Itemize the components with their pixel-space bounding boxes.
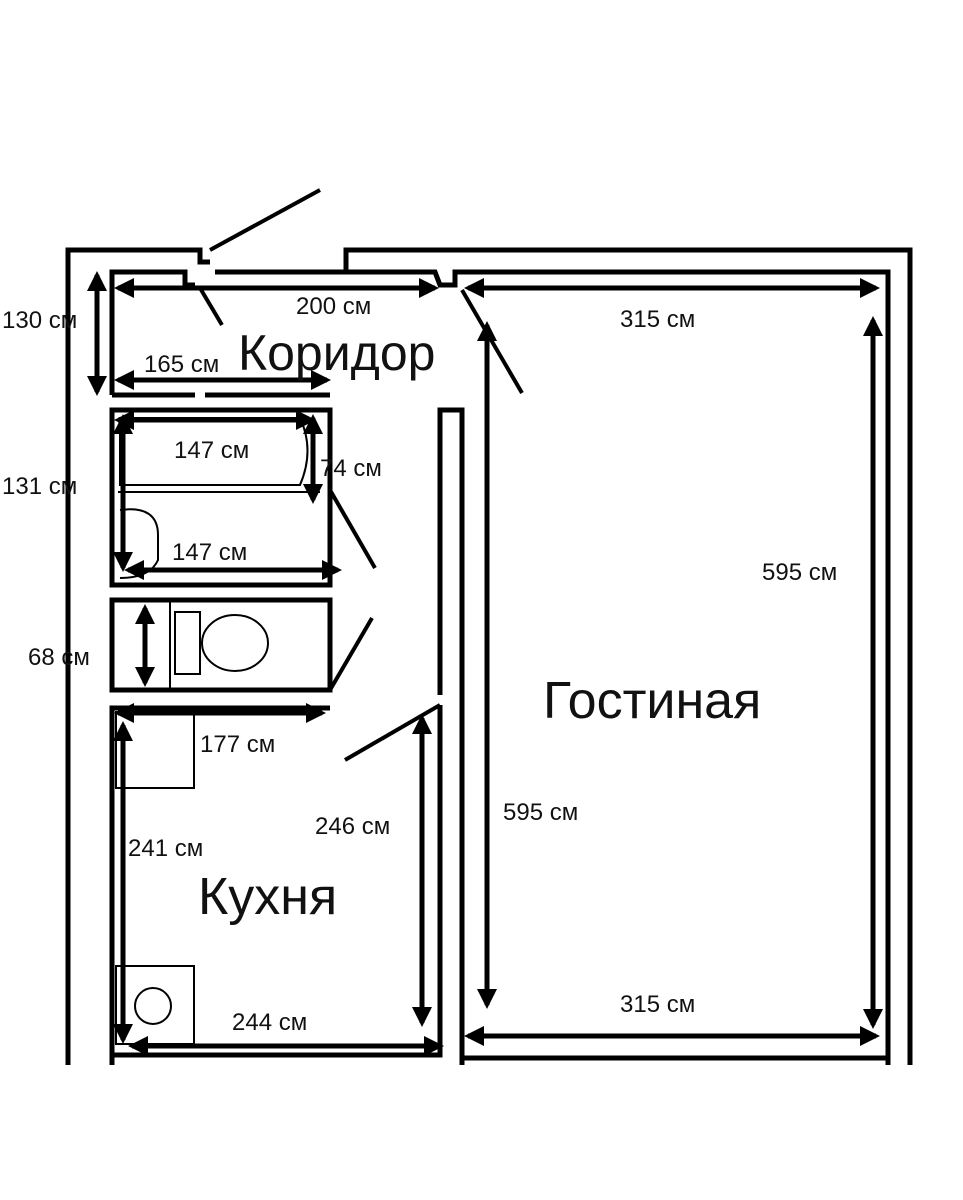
dimension-arrows: [87, 271, 883, 1056]
dim-label-kitchen-top: 177 см: [200, 731, 275, 758]
entrance-door: [209, 188, 321, 252]
room-label-corridor: Коридор: [238, 325, 435, 381]
dim-label-corridor-width: 200 см: [296, 293, 371, 320]
dim-label-corridor-depth: 130 см: [2, 307, 77, 334]
dim-label-bath-depth: 74 см: [320, 455, 382, 482]
dim-label-kitchen-left: 241 см: [128, 835, 203, 862]
room-label-living: Гостиная: [543, 672, 761, 730]
dim-label-bath-top: 147 см: [174, 437, 249, 464]
dim-label-kitchen-bottom: 244 см: [232, 1009, 307, 1036]
partition: [437, 407, 465, 1065]
dim-label-kitchen-right: 246 см: [315, 813, 390, 840]
dim-label-living-left: 595 см: [503, 799, 578, 826]
room-label-kitchen: Кухня: [198, 868, 337, 926]
dim-label-bath-height: 131 см: [2, 473, 77, 500]
wc: [109, 597, 374, 693]
dim-label-living-top: 315 см: [620, 306, 695, 333]
dim-label-bath-bottom: 147 см: [172, 539, 247, 566]
dim-label-living-bottom: 315 см: [620, 991, 695, 1018]
dim-label-corridor-inner: 165 см: [144, 351, 219, 378]
outer-walls: [65, 247, 913, 1065]
dim-label-wc-height: 68 см: [28, 644, 90, 671]
dim-label-living-right: 595 см: [762, 559, 837, 586]
